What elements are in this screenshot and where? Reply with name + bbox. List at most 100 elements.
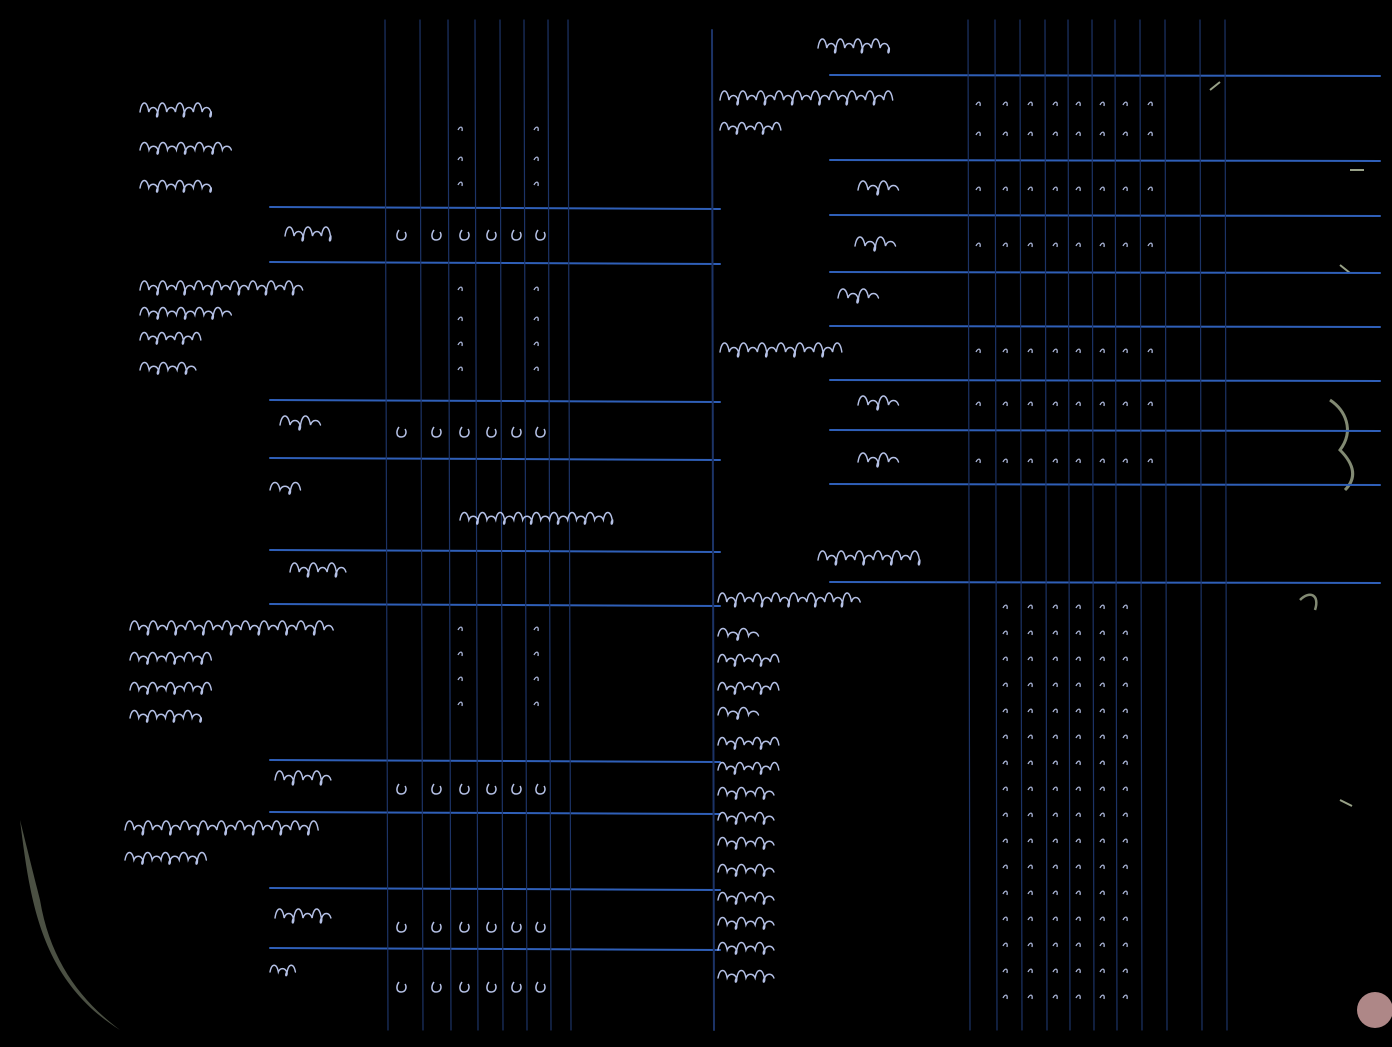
tally-hook xyxy=(396,426,407,438)
tally-mark xyxy=(1052,458,1058,464)
tally-mark xyxy=(1122,630,1128,636)
tally-mark xyxy=(1099,401,1105,407)
tally-mark xyxy=(533,126,539,132)
tally-mark xyxy=(1002,838,1008,844)
tally-mark xyxy=(1122,942,1128,948)
tally-mark xyxy=(1075,760,1081,766)
left-row-rule xyxy=(269,603,721,607)
tally-mark xyxy=(975,348,981,354)
right-row-rule xyxy=(829,214,1381,217)
tally-hook xyxy=(535,229,546,241)
tally-mark xyxy=(533,701,539,707)
tally-mark xyxy=(1027,708,1033,714)
tally-mark xyxy=(1122,348,1128,354)
left-entry-label xyxy=(139,141,233,155)
tally-mark xyxy=(533,366,539,372)
tally-hook xyxy=(459,229,470,241)
tally-mark xyxy=(1099,812,1105,818)
tally-mark xyxy=(457,676,463,682)
tally-mark xyxy=(1075,786,1081,792)
left-row-rule xyxy=(269,549,721,553)
right-col-rule xyxy=(1019,19,1023,1031)
tally-mark xyxy=(1099,630,1105,636)
tally-mark xyxy=(1099,348,1105,354)
tally-mark xyxy=(457,701,463,707)
right-entry-label xyxy=(717,627,760,641)
tally-mark xyxy=(1122,708,1128,714)
tally-mark xyxy=(1147,348,1153,354)
left-entry-label xyxy=(274,908,332,924)
tally-mark xyxy=(1122,786,1128,792)
tally-hook xyxy=(396,921,407,933)
tally-mark xyxy=(1027,838,1033,844)
tally-hook xyxy=(535,981,546,993)
right-row-rule xyxy=(829,429,1381,432)
right-col-rule xyxy=(1067,19,1071,1031)
tally-mark xyxy=(1147,242,1153,248)
right-entry-label xyxy=(817,38,891,54)
tally-hook xyxy=(486,783,497,795)
tally-mark xyxy=(1099,458,1105,464)
tally-mark xyxy=(1002,242,1008,248)
right-entry-label xyxy=(719,342,843,358)
right-row-rule xyxy=(829,74,1381,77)
tally-mark xyxy=(1027,812,1033,818)
tally-mark xyxy=(1052,656,1058,662)
left-entry-label xyxy=(269,481,302,495)
left-entry-label xyxy=(139,179,213,193)
tally-hook xyxy=(535,426,546,438)
tally-hook xyxy=(486,981,497,993)
left-entry-label xyxy=(124,820,319,836)
tally-mark xyxy=(457,626,463,632)
tally-mark xyxy=(457,126,463,132)
tally-mark xyxy=(1002,604,1008,610)
right-entry-label xyxy=(717,736,780,750)
left-col-rule xyxy=(499,19,504,1031)
tally-mark xyxy=(1002,458,1008,464)
left-entry-label xyxy=(129,620,334,636)
tally-mark xyxy=(1099,604,1105,610)
right-entry-label xyxy=(717,761,780,775)
tally-mark xyxy=(1027,348,1033,354)
tally-hook xyxy=(431,921,442,933)
right-entry-label xyxy=(857,180,900,196)
tally-mark xyxy=(457,366,463,372)
tally-mark xyxy=(1027,760,1033,766)
tally-hook xyxy=(486,921,497,933)
tally-mark xyxy=(1075,656,1081,662)
tally-mark xyxy=(1122,760,1128,766)
tally-mark xyxy=(975,186,981,192)
tally-mark xyxy=(1099,864,1105,870)
left-entry-label xyxy=(139,306,233,320)
tally-mark xyxy=(1122,968,1128,974)
tally-mark xyxy=(1052,838,1058,844)
right-entry-label xyxy=(717,836,775,850)
tally-mark xyxy=(533,316,539,322)
tally-mark xyxy=(1075,968,1081,974)
left-row-rule xyxy=(269,947,721,951)
left-col-rule xyxy=(447,19,452,1031)
right-entry-label xyxy=(817,550,921,566)
tally-mark xyxy=(1027,630,1033,636)
tally-mark xyxy=(1052,864,1058,870)
tally-mark xyxy=(1002,994,1008,1000)
tally-mark xyxy=(975,101,981,107)
left-col-rule xyxy=(547,19,552,1031)
tally-mark xyxy=(1099,760,1105,766)
tally-mark xyxy=(457,181,463,187)
right-row-rule xyxy=(829,483,1381,486)
tally-mark xyxy=(1099,786,1105,792)
tally-hook xyxy=(459,921,470,933)
tally-mark xyxy=(1002,682,1008,688)
tally-mark xyxy=(1075,458,1081,464)
right-col-rule xyxy=(1044,19,1048,1031)
tally-mark xyxy=(1052,131,1058,137)
right-entry-label xyxy=(717,941,775,955)
tally-mark xyxy=(1122,916,1128,922)
right-entry-label xyxy=(717,969,775,983)
right-entry-label xyxy=(717,916,775,930)
tally-mark xyxy=(533,181,539,187)
tally-mark xyxy=(1027,458,1033,464)
right-entry-label xyxy=(717,592,861,608)
